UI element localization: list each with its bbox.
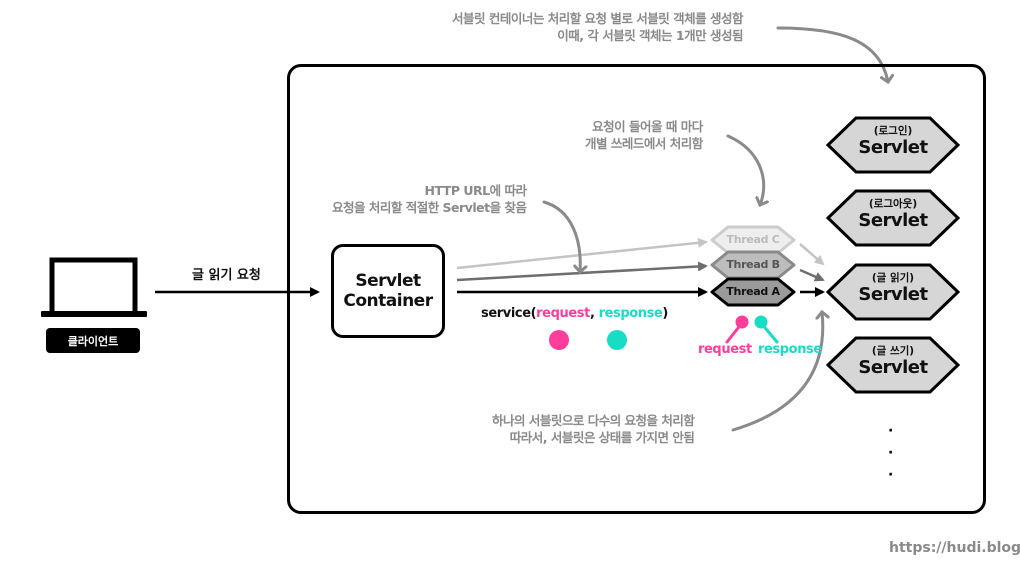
servlet-write-sub: (글 쓰기): [871, 345, 915, 357]
laptop-icon: [41, 257, 147, 317]
servlet-login-sub: (로그인): [873, 125, 913, 137]
servlet-read-shape: [825, 263, 961, 321]
servlet-write: (글 쓰기) Servlet: [833, 345, 953, 378]
service-call-response: response: [598, 306, 663, 321]
servlet-login-shape: [825, 116, 961, 174]
note-url-line2: 요청을 처리할 적절한 Servlet을 찾음: [332, 200, 527, 215]
ellipsis-dot: ·: [888, 445, 894, 461]
client-label: 클라이언트: [46, 328, 140, 353]
service-call-request: request: [536, 306, 590, 321]
note-url-line1: HTTP URL에 따라: [424, 183, 527, 198]
servlet-read: (글 읽기) Servlet: [833, 272, 953, 305]
servlet-write-shape: [825, 336, 961, 394]
note-stateless-line1: 하나의 서블릿으로 다수의 요청을 처리함: [492, 413, 695, 428]
servlet-read-main: Servlet: [858, 284, 928, 305]
ellipsis-dot: ·: [888, 467, 894, 483]
servlet-logout: (로그아웃) Servlet: [833, 198, 953, 231]
arrow-to-thread-c: [456, 237, 708, 270]
read-request-label: 글 읽기 요청: [192, 268, 261, 283]
servlet-container-region: [287, 64, 986, 514]
service-call-label: service(request, response): [481, 306, 668, 321]
servlet-logout-sub: (로그아웃): [868, 198, 918, 210]
note-thread-arrow: [726, 134, 764, 205]
thread-a-label: Thread A: [726, 285, 780, 298]
response-pin-icon: [754, 315, 779, 344]
servlet-container-box: Servlet Container: [331, 244, 445, 338]
thread-response-label: response: [758, 342, 822, 357]
ellipsis-dot: ·: [888, 423, 894, 439]
thread-b-to-servlet-arrow: [799, 268, 825, 282]
note-stateless: 하나의 서블릿으로 다수의 요청을 처리함 따라서, 서블릿은 상태를 가지면 …: [492, 412, 695, 446]
request-object-dot: [549, 330, 569, 350]
service-call-separator: ,: [589, 306, 599, 321]
note-url-mapping: HTTP URL에 따라 요청을 처리할 적절한 Servlet을 찾음: [332, 182, 527, 216]
note-stateless-arrow: [731, 312, 823, 432]
servlet-logout-main: Servlet: [858, 210, 928, 231]
thread-b-label: Thread B: [726, 258, 780, 271]
servlet-read-sub: (글 읽기): [871, 272, 915, 284]
servlet-logout-shape: [825, 189, 961, 247]
more-servlets-ellipsis: · · ·: [888, 420, 893, 486]
response-object-dot: [607, 330, 627, 350]
note-servlet-instances-line2: 이때, 각 서블릿 객체는 1개만 생성됨: [557, 28, 743, 43]
servlet-container-line2: Container: [343, 291, 433, 311]
service-call-prefix: service(: [481, 306, 537, 321]
servlet-login-main: Servlet: [858, 137, 928, 158]
note-url-mapping-arrow: [542, 200, 580, 272]
thread-a-shape: [710, 277, 796, 307]
watermark-url: https://hudi.blog: [889, 540, 1020, 556]
request-pin-icon: [725, 315, 749, 344]
thread-c-label: Thread C: [726, 233, 780, 246]
thread-c-to-servlet-arrow: [799, 243, 825, 266]
servlet-write-main: Servlet: [858, 357, 928, 378]
note-stateless-line2: 따라서, 서블릿은 상태를 가지면 안됨: [509, 430, 695, 445]
note-servlet-instances-arrow: [776, 26, 888, 82]
note-thread-per-request: 요청이 들어올 때 마다 개별 쓰레드에서 처리함: [585, 118, 703, 152]
servlet-login: (로그인) Servlet: [833, 125, 953, 158]
note-thread-line2: 개별 쓰레드에서 처리함: [585, 136, 703, 151]
servlet-container-line1: Servlet: [355, 271, 421, 291]
note-servlet-instances-line1: 서블릿 컨테이너는 처리할 요청 별로 서블릿 객체를 생성함: [452, 11, 743, 26]
note-thread-line1: 요청이 들어올 때 마다: [592, 119, 703, 134]
note-servlet-instances: 서블릿 컨테이너는 처리할 요청 별로 서블릿 객체를 생성함 이때, 각 서블…: [452, 10, 743, 44]
service-call-suffix: ): [662, 306, 668, 321]
thread-request-label: request: [698, 342, 752, 357]
